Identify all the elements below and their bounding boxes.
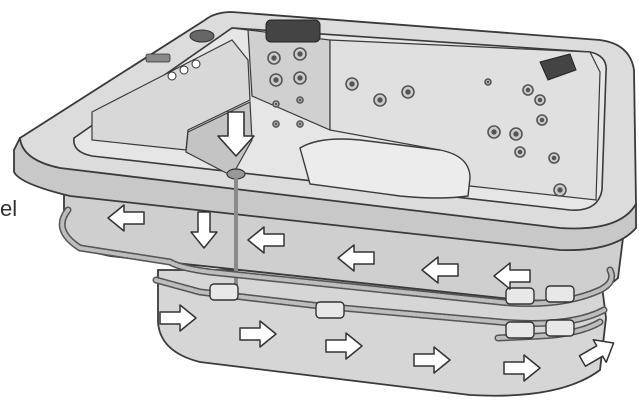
arrow-icon	[190, 211, 218, 249]
arrow-icon	[413, 346, 451, 374]
jet-icon	[548, 152, 560, 164]
arrow-icon	[159, 304, 197, 332]
jet-icon	[373, 93, 387, 107]
fitting-icon	[209, 283, 239, 301]
jet-icon	[534, 94, 546, 106]
fittings-group	[209, 283, 575, 339]
arrow-icon	[247, 226, 285, 254]
jet-icon	[514, 146, 526, 158]
lounge-seat	[299, 138, 471, 199]
fitting-icon	[505, 287, 535, 305]
jet-icon	[536, 114, 548, 126]
fitting-icon	[545, 285, 575, 303]
arrow-icon	[337, 244, 375, 272]
jet-icon	[267, 51, 281, 65]
jet-icon	[553, 183, 567, 197]
arrow-icon	[503, 354, 541, 382]
jet-icon	[272, 120, 280, 128]
inlet-down-arrow-icon	[217, 111, 255, 157]
fitting-icon	[315, 301, 345, 319]
pipe-upper	[58, 206, 616, 307]
fitting-icon	[545, 319, 575, 337]
fitting-icon	[505, 321, 535, 339]
arrow-icon	[578, 338, 615, 367]
jet-icon	[293, 47, 307, 61]
arrow-icon	[421, 256, 459, 284]
jet-icon	[345, 77, 359, 91]
edge-label: el	[0, 196, 18, 221]
jet-icon	[401, 85, 415, 99]
flow-arrows	[107, 204, 615, 382]
jet-icon	[509, 127, 523, 141]
arrow-icon	[239, 320, 277, 348]
jets-group	[267, 47, 567, 197]
jet-icon	[296, 120, 304, 128]
inlet-fitting	[226, 168, 246, 180]
arrow-icon	[107, 204, 145, 232]
jet-icon	[269, 73, 283, 87]
jet-icon	[272, 100, 280, 108]
jet-icon	[487, 125, 501, 139]
shell-step	[91, 39, 251, 151]
pillow-right	[539, 53, 577, 81]
jet-icon	[484, 78, 492, 86]
pillow-left	[265, 19, 321, 43]
arrow-icon	[325, 332, 363, 360]
jet-icon	[522, 84, 534, 96]
jet-icon	[296, 96, 304, 104]
arrow-icon	[493, 262, 531, 290]
control-panel	[145, 29, 215, 81]
shell-right-wall	[329, 39, 601, 201]
jet-icon	[293, 71, 307, 85]
